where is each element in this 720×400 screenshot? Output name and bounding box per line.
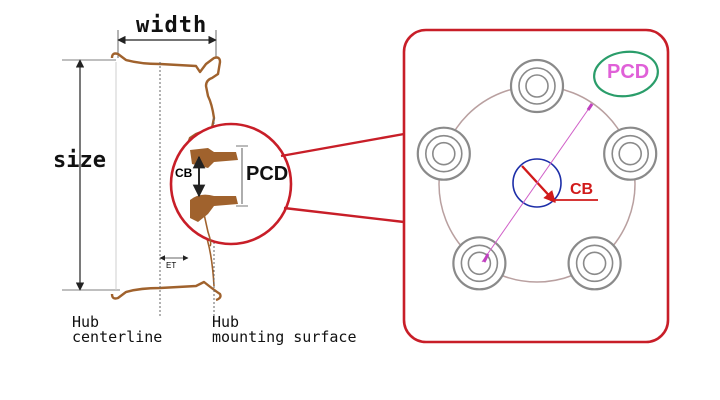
- stud-ring: [518, 67, 556, 105]
- cb-label-small: CB: [175, 166, 193, 180]
- et-label: ET: [166, 261, 177, 270]
- stud-ring: [575, 244, 614, 283]
- hub-centerline-label-line2: centerline: [72, 328, 163, 346]
- stud-ring: [618, 141, 643, 166]
- stud-ring: [460, 244, 499, 283]
- pcd-label-large: PCD: [607, 61, 650, 83]
- hub-flange-lower: [190, 194, 238, 222]
- connector-line-top: [280, 132, 405, 158]
- size-label: size: [53, 148, 106, 173]
- rim-outline-lower: [110, 280, 222, 302]
- wheel-stud: [509, 58, 565, 114]
- pcd-arrow-start: [482, 253, 490, 263]
- pcd-label-outline: [593, 50, 659, 98]
- wheel-stud: [416, 126, 471, 181]
- width-label: width: [136, 13, 208, 38]
- hub-mounting-surface-label: Hub mounting surface: [212, 315, 357, 345]
- stud-ring: [467, 251, 492, 276]
- stud-group: [416, 58, 658, 291]
- pcd-arrow-end: [586, 103, 594, 111]
- stud-ring: [424, 134, 463, 173]
- stud-ring: [582, 251, 607, 276]
- magnifier-callout: [169, 122, 405, 247]
- wheel-stud: [603, 126, 658, 181]
- connector-line-bottom: [283, 206, 405, 224]
- hub-spoke: [203, 213, 212, 247]
- wheel-stud: [452, 236, 507, 291]
- hub-mounting-label-line1: Hub: [212, 313, 240, 331]
- stud-ring: [525, 74, 549, 98]
- wheel-stud: [567, 236, 622, 291]
- pcd-diagonal-line: [481, 103, 593, 263]
- cb-label-large: CB: [570, 181, 594, 198]
- hub-mounting-label-line2: mounting surface: [212, 328, 357, 346]
- stud-ring: [431, 141, 456, 166]
- stud-ring: [611, 134, 650, 173]
- hub-centerline-label: Hub centerline: [72, 315, 162, 345]
- pcd-label-small: PCD: [246, 163, 289, 185]
- hub-centerline-label-line1: Hub: [72, 313, 100, 331]
- bolt-pattern-detail: [402, 28, 670, 344]
- cb-diameter-arrow: [521, 165, 556, 203]
- rim-outline-upper: [110, 52, 222, 145]
